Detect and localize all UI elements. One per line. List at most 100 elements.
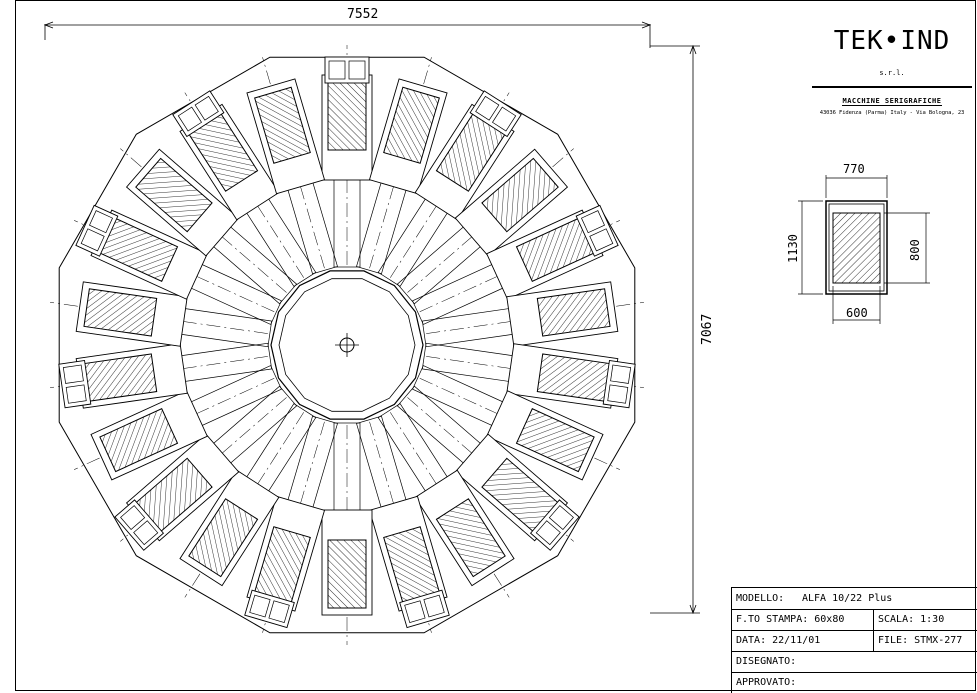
print-head bbox=[244, 589, 295, 629]
title-block-row-model: MODELLO: ALFA 10/22 Plus bbox=[732, 588, 977, 610]
print-area bbox=[481, 157, 559, 233]
date: DATA: 22/11/01 bbox=[736, 635, 821, 646]
print-head-box bbox=[177, 106, 202, 132]
print-head-box bbox=[610, 364, 632, 384]
print-head-box bbox=[133, 520, 159, 546]
logo-subtitle: MACCHINE SERIGRAFICHE bbox=[842, 97, 942, 106]
print-head bbox=[172, 90, 225, 138]
print-head-box bbox=[65, 384, 87, 404]
print-head bbox=[602, 360, 636, 409]
pallet-arm bbox=[50, 281, 273, 348]
print-width-label: 600 bbox=[846, 306, 868, 320]
print-head-box bbox=[404, 600, 426, 624]
carousel-plan-view bbox=[50, 45, 644, 645]
central-column-inner bbox=[278, 278, 416, 412]
print-head bbox=[58, 360, 92, 409]
height-dimension-label: 7067 bbox=[700, 314, 715, 345]
print-area bbox=[327, 81, 367, 151]
print-format: F.TO STAMPA: 60x80 bbox=[736, 614, 845, 625]
print-head-box bbox=[194, 95, 219, 121]
pallet-arm bbox=[377, 90, 522, 287]
print-head-box bbox=[120, 505, 146, 530]
logo-brand-text: TEK•IND bbox=[833, 26, 951, 56]
width-dimension-label: 7552 bbox=[347, 7, 378, 22]
print-area bbox=[383, 526, 440, 604]
pallet-arm bbox=[356, 57, 448, 275]
print-head-box bbox=[328, 60, 346, 80]
pallet-arm bbox=[412, 204, 620, 325]
detail-height-label: 1130 bbox=[786, 234, 800, 263]
logo-brand: TEK•IND s.r.l. bbox=[812, 28, 972, 88]
print-head-box bbox=[62, 364, 84, 384]
title-block-row-drawn: DISEGNATO: bbox=[732, 651, 977, 673]
sheet-border bbox=[15, 0, 976, 691]
height-dimension bbox=[650, 44, 700, 615]
pallet-arm bbox=[246, 57, 338, 275]
pallet-detail-view bbox=[798, 175, 930, 324]
print-area bbox=[254, 526, 311, 604]
pallet-arm bbox=[321, 422, 373, 645]
company-logo: TEK•IND s.r.l. MACCHINE SERIGRAFICHE 430… bbox=[812, 28, 972, 116]
pallet-arm bbox=[396, 385, 580, 551]
title-block-row-approved: APPROVATO: bbox=[732, 672, 977, 693]
title-block-row-format: F.TO STAMPA: 60x80 SCALA: 1:30 bbox=[732, 609, 977, 631]
print-head-box bbox=[492, 106, 517, 132]
print-head bbox=[575, 204, 619, 257]
pallet-arm bbox=[421, 342, 644, 409]
pallet-arm bbox=[114, 385, 298, 551]
print-area bbox=[536, 288, 611, 337]
pallet-arm bbox=[50, 342, 273, 409]
print-head bbox=[75, 204, 119, 257]
pallet-arm bbox=[396, 148, 574, 305]
print-area bbox=[135, 157, 213, 233]
pallet-arm bbox=[412, 365, 620, 481]
print-head-box bbox=[423, 594, 445, 618]
pallet-arm bbox=[377, 403, 515, 598]
logo-address: 43036 Fidenza (Parma) Italy - Via Bologn… bbox=[819, 110, 965, 116]
file: FILE: STMX-277 bbox=[873, 630, 962, 651]
pallet-arm bbox=[356, 415, 450, 633]
pallet-arm bbox=[74, 365, 282, 481]
detail-width-label: 770 bbox=[843, 162, 865, 176]
print-head bbox=[114, 499, 165, 551]
print-head-box bbox=[80, 228, 105, 252]
approved-by: APPROVATO: bbox=[736, 677, 797, 688]
print-head bbox=[469, 90, 522, 138]
pallet-arm bbox=[244, 415, 338, 633]
pallet-arm bbox=[172, 90, 317, 287]
print-head-box bbox=[548, 505, 574, 530]
print-head-box bbox=[348, 60, 366, 80]
pallet-arm bbox=[120, 148, 298, 305]
title-block-row-date: DATA: 22/11/01 FILE: STMX-277 bbox=[732, 630, 977, 652]
model-value: ALFA 10/22 Plus bbox=[802, 593, 893, 604]
print-head-box bbox=[589, 228, 614, 252]
print-area bbox=[188, 498, 259, 578]
logo-brand-suffix: s.r.l. bbox=[879, 69, 905, 77]
pallet-arm bbox=[321, 45, 373, 268]
drawn-by: DISEGNATO: bbox=[736, 656, 797, 667]
print-head-box bbox=[89, 210, 113, 234]
model-label: MODELLO: bbox=[736, 593, 785, 604]
print-head-box bbox=[535, 520, 561, 546]
print-area bbox=[254, 86, 311, 164]
pallet-arm bbox=[421, 281, 644, 348]
print-head bbox=[529, 499, 580, 551]
print-area bbox=[383, 86, 440, 164]
print-head bbox=[399, 589, 450, 629]
print-head-box bbox=[475, 95, 500, 121]
scale: SCALA: 1:30 bbox=[873, 609, 944, 630]
print-head bbox=[324, 56, 370, 84]
print-area bbox=[83, 288, 158, 337]
print-height-label: 800 bbox=[908, 239, 922, 261]
central-column bbox=[270, 270, 424, 420]
print-area bbox=[435, 498, 506, 578]
print-head-box bbox=[249, 594, 271, 618]
print-area bbox=[99, 408, 179, 473]
pallet-arm bbox=[179, 403, 317, 598]
print-area bbox=[327, 539, 367, 609]
print-head-box bbox=[268, 600, 290, 624]
print-head-box bbox=[607, 384, 629, 404]
pallet-arm bbox=[74, 204, 282, 325]
